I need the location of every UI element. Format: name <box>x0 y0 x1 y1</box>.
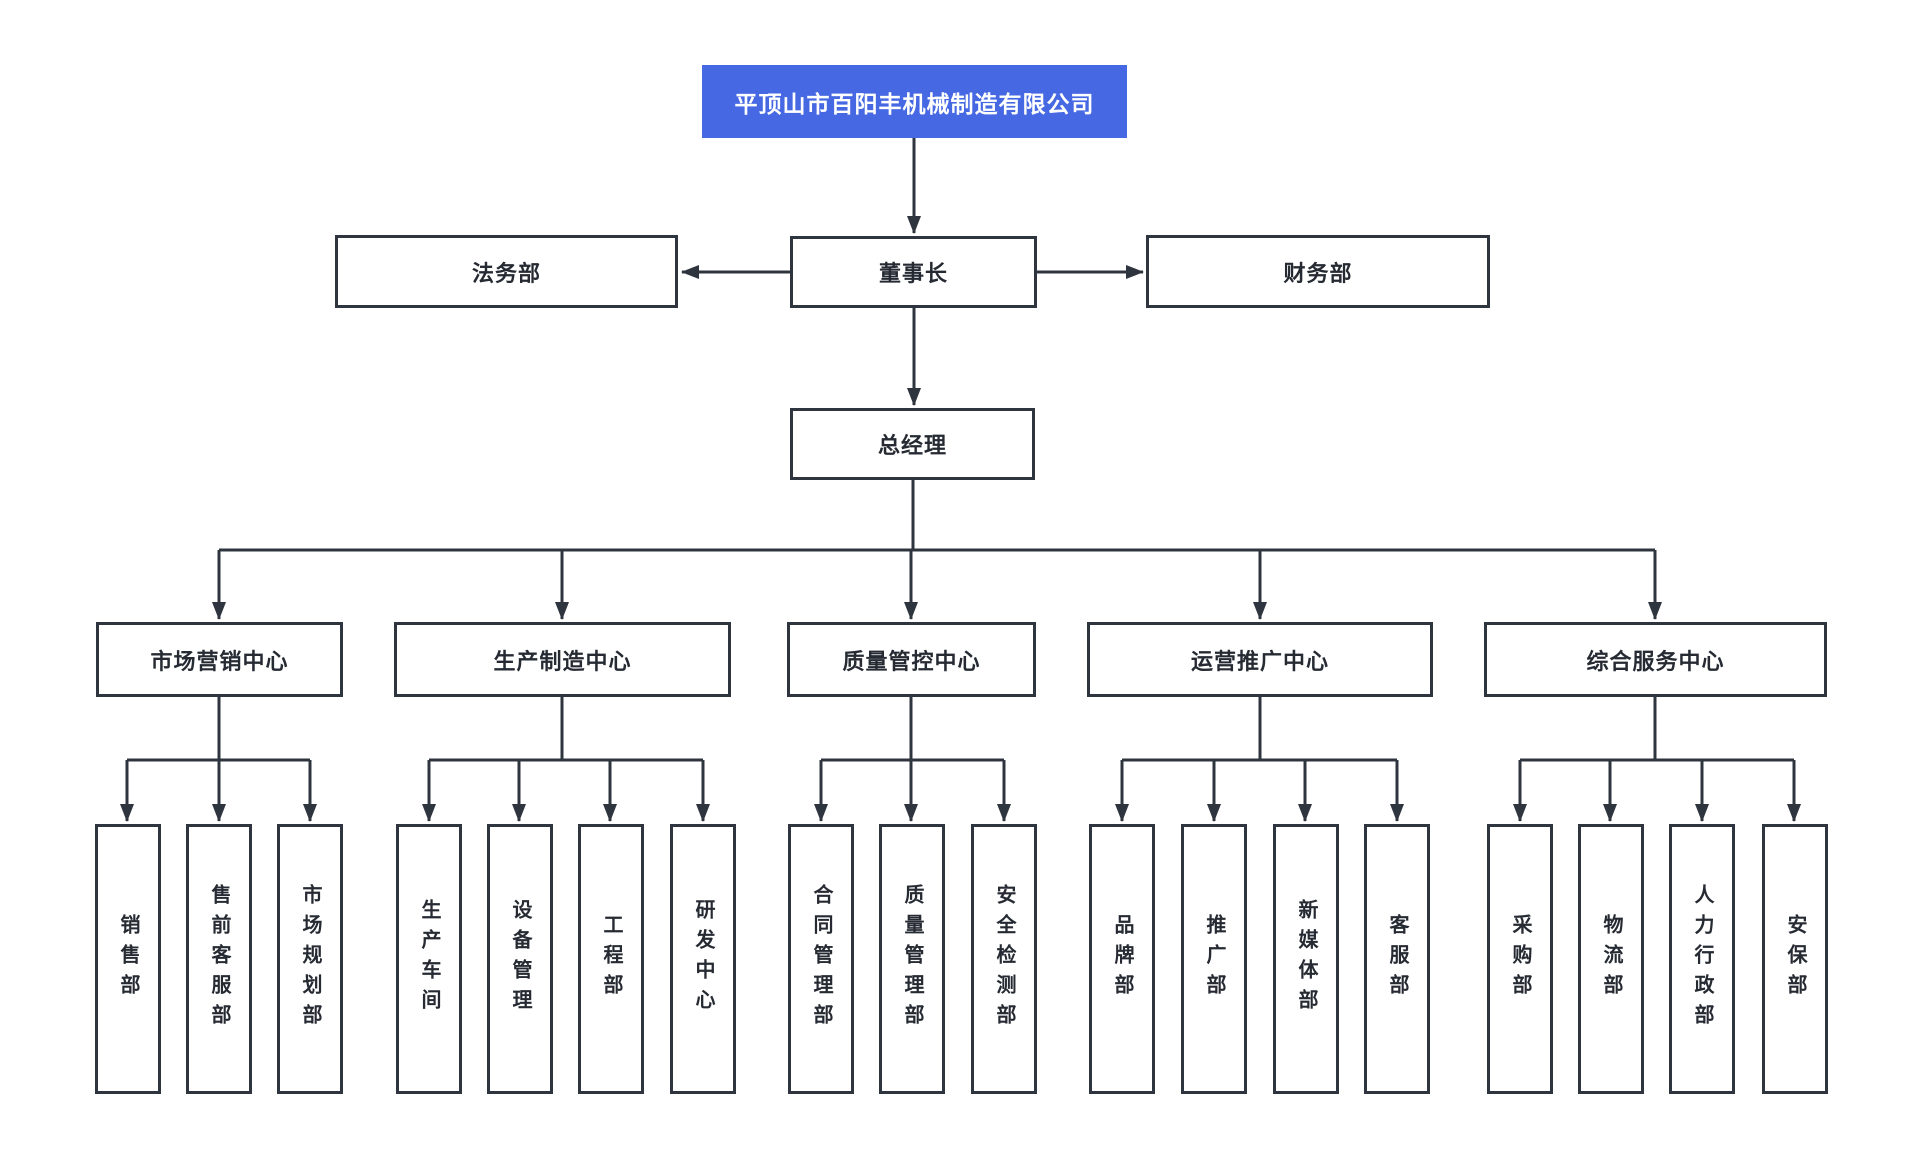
legal-dept-node[interactable]: 法务部 <box>335 235 678 308</box>
general-manager-label: 总经理 <box>877 433 947 458</box>
dept-production-workshop-node[interactable]: 生产车间 <box>396 824 462 1094</box>
dept-hr-admin-label: 人力行政部 <box>1691 884 1713 1034</box>
dept-logistics-node[interactable]: 物流部 <box>1578 824 1644 1094</box>
dept-brand-node[interactable]: 品牌部 <box>1089 824 1155 1094</box>
dept-contract-management-label: 合同管理部 <box>810 884 832 1034</box>
dept-security-label: 安保部 <box>1784 914 1806 1004</box>
dept-equipment-management-label: 设备管理 <box>509 899 531 1019</box>
dept-new-media-node[interactable]: 新媒体部 <box>1273 824 1339 1094</box>
dept-promotion-label: 推广部 <box>1203 914 1225 1004</box>
dept-engineering-label: 工程部 <box>600 914 622 1004</box>
quality-center-label: 质量管控中心 <box>842 648 981 674</box>
dept-safety-inspection-label: 安全检测部 <box>993 884 1015 1034</box>
dept-safety-inspection-node[interactable]: 安全检测部 <box>971 824 1037 1094</box>
chairman-node[interactable]: 董事长 <box>790 236 1037 308</box>
services-center-label: 综合服务中心 <box>1586 648 1725 674</box>
dept-procurement-label: 采购部 <box>1509 914 1531 1004</box>
chairman-label: 董事长 <box>878 261 948 286</box>
operations-center-node[interactable]: 运营推广中心 <box>1087 622 1433 697</box>
dept-presales-service-node[interactable]: 售前客服部 <box>186 824 252 1094</box>
dept-contract-management-node[interactable]: 合同管理部 <box>788 824 854 1094</box>
marketing-center-node[interactable]: 市场营销中心 <box>96 622 343 697</box>
dept-market-planning-node[interactable]: 市场规划部 <box>277 824 343 1094</box>
dept-quality-management-label: 质量管理部 <box>901 884 923 1034</box>
finance-dept-node[interactable]: 财务部 <box>1146 235 1490 308</box>
dept-hr-admin-node[interactable]: 人力行政部 <box>1669 824 1735 1094</box>
quality-center-node[interactable]: 质量管控中心 <box>787 622 1036 697</box>
marketing-center-label: 市场营销中心 <box>150 648 289 674</box>
dept-equipment-management-node[interactable]: 设备管理 <box>487 824 553 1094</box>
production-center-node[interactable]: 生产制造中心 <box>394 622 731 697</box>
dept-brand-label: 品牌部 <box>1111 914 1133 1004</box>
company-name-label: 平顶山市百阳丰机械制造有限公司 <box>734 90 1095 117</box>
dept-new-media-label: 新媒体部 <box>1295 899 1317 1019</box>
dept-engineering-node[interactable]: 工程部 <box>578 824 644 1094</box>
dept-quality-management-node[interactable]: 质量管理部 <box>879 824 945 1094</box>
legal-dept-label: 法务部 <box>471 260 541 286</box>
services-center-node[interactable]: 综合服务中心 <box>1484 622 1827 697</box>
production-center-label: 生产制造中心 <box>493 648 632 674</box>
company-root-node[interactable]: 平顶山市百阳丰机械制造有限公司 <box>702 65 1127 138</box>
dept-procurement-node[interactable]: 采购部 <box>1487 824 1553 1094</box>
general-manager-node[interactable]: 总经理 <box>790 408 1035 480</box>
dept-sales-node[interactable]: 销售部 <box>95 824 161 1094</box>
dept-production-workshop-label: 生产车间 <box>418 899 440 1019</box>
operations-center-label: 运营推广中心 <box>1190 648 1329 674</box>
dept-logistics-label: 物流部 <box>1600 914 1622 1004</box>
dept-customer-service-label: 客服部 <box>1386 914 1408 1004</box>
finance-dept-label: 财务部 <box>1283 260 1353 286</box>
dept-customer-service-node[interactable]: 客服部 <box>1364 824 1430 1094</box>
dept-sales-label: 销售部 <box>117 914 139 1004</box>
dept-promotion-node[interactable]: 推广部 <box>1181 824 1247 1094</box>
dept-security-node[interactable]: 安保部 <box>1762 824 1828 1094</box>
dept-rnd-center-node[interactable]: 研发中心 <box>670 824 736 1094</box>
dept-market-planning-label: 市场规划部 <box>299 884 321 1034</box>
dept-presales-service-label: 售前客服部 <box>208 884 230 1034</box>
dept-rnd-center-label: 研发中心 <box>692 899 714 1019</box>
